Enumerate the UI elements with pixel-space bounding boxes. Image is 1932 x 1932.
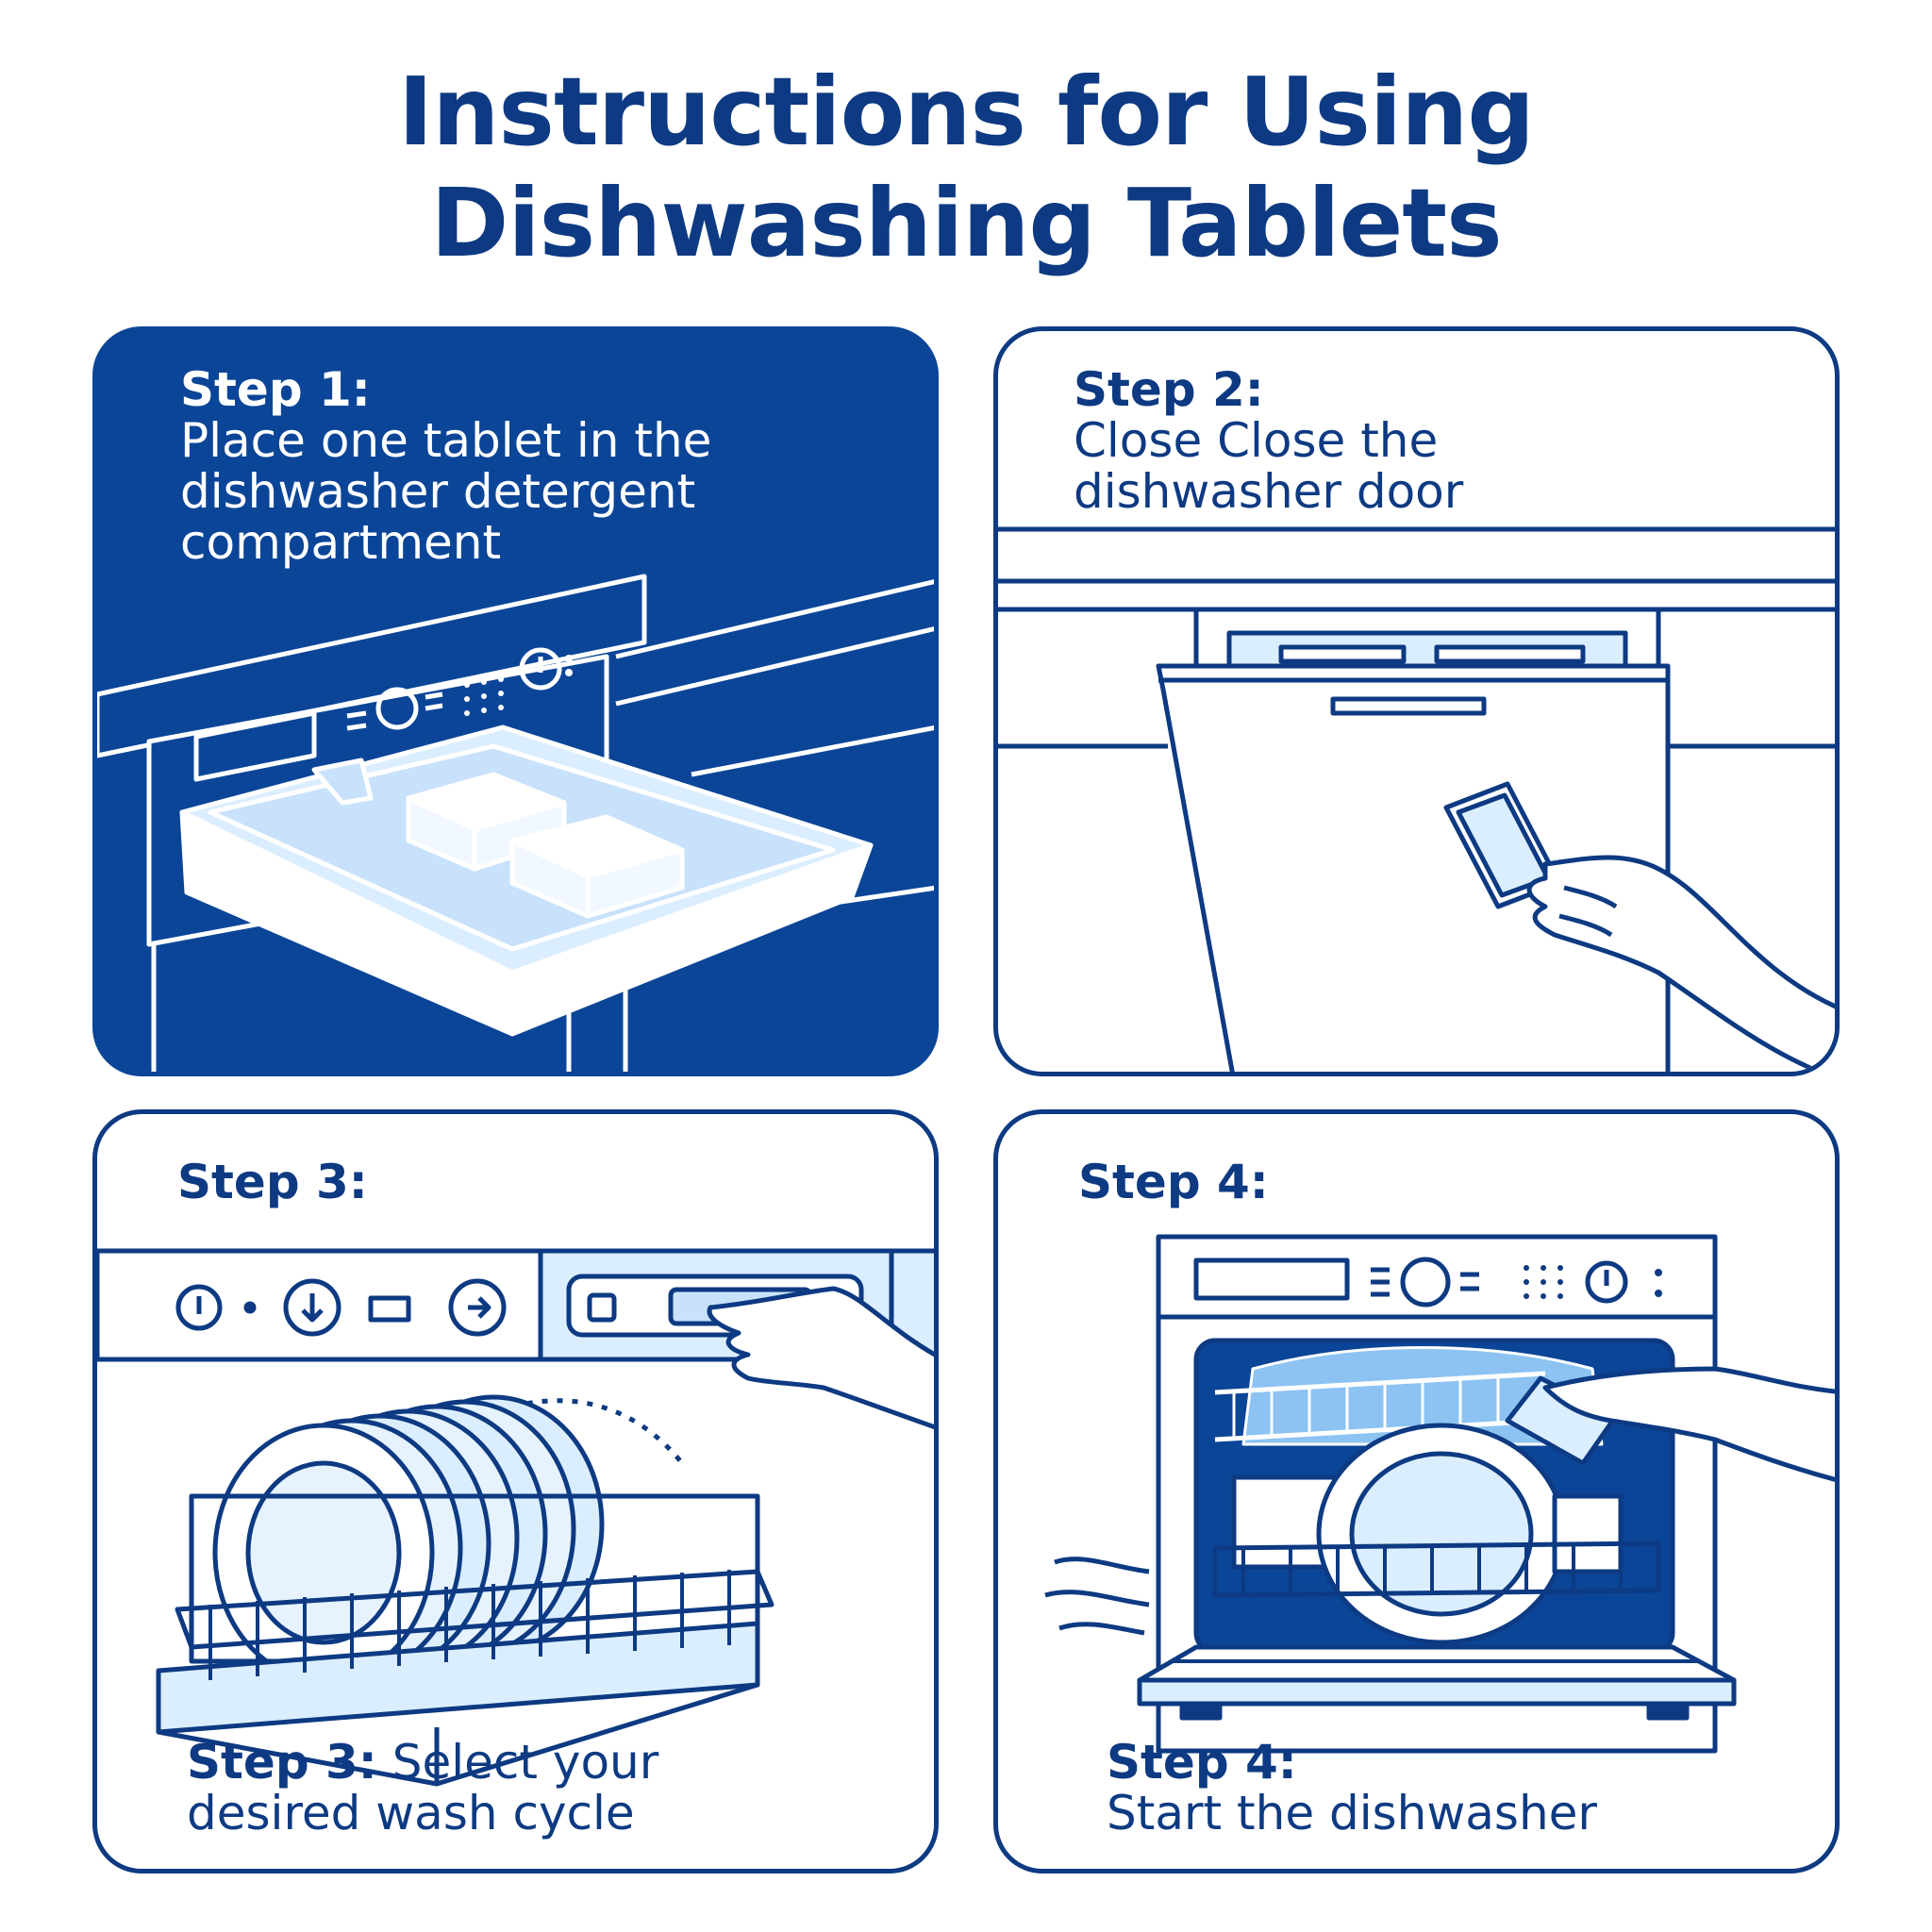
step-2-label: Step 2:	[1074, 362, 1264, 417]
dishwasher-drawer-icon	[97, 574, 934, 1072]
step-1-label: Step 1:	[180, 362, 371, 417]
step-4-heading: Step 4:	[1078, 1157, 1269, 1208]
step-1-line-1: Place one tablet in the	[180, 413, 712, 468]
step-3-panel: Step 3:	[92, 1109, 939, 1874]
step-2-panel: Step 2: Close Close the dishwasher door	[993, 326, 1840, 1076]
step-4-caption: Step 4: Start the dishwasher	[1107, 1737, 1597, 1839]
step-3-caption: Step 3: Select your desired wash cycle	[187, 1737, 658, 1839]
open-dishwasher-icon	[1044, 1234, 1835, 1754]
step-3-caption-line-2: desired wash cycle	[187, 1786, 635, 1840]
step-4-label: Step 4:	[1078, 1155, 1269, 1209]
step-1-line-2: dishwasher detergent	[180, 464, 696, 519]
title-line-1: Instructions for Using	[398, 57, 1535, 167]
step-4-caption-line-1: Start the dishwasher	[1107, 1786, 1597, 1840]
title-line-2: Dishwashing Tablets	[430, 168, 1502, 278]
step-1-panel: Step 1: Place one tablet in the dishwash…	[92, 326, 939, 1076]
step-2-line-2: dishwasher door	[1074, 464, 1464, 519]
step-3-caption-label: Step 3:	[187, 1735, 377, 1790]
step-4-panel: Step 4:	[993, 1109, 1840, 1874]
step-1-line-3: compartment	[180, 515, 502, 570]
dishwasher-door-icon	[998, 526, 1835, 1072]
step-4-caption-label: Step 4:	[1107, 1735, 1297, 1790]
step-3-label: Step 3:	[177, 1155, 368, 1209]
control-panel-icon	[97, 1248, 934, 1465]
page-title: Instructions for Using Dishwashing Table…	[0, 57, 1932, 279]
step-2-line-1: Close Close the	[1074, 413, 1439, 468]
step-3-heading: Step 3:	[177, 1157, 368, 1208]
step-1-text: Step 1: Place one tablet in the dishwash…	[180, 364, 711, 568]
step-2-text: Step 2: Close Close the dishwasher door	[1074, 364, 1463, 517]
step-3-caption-line-1: Select your	[391, 1735, 659, 1790]
